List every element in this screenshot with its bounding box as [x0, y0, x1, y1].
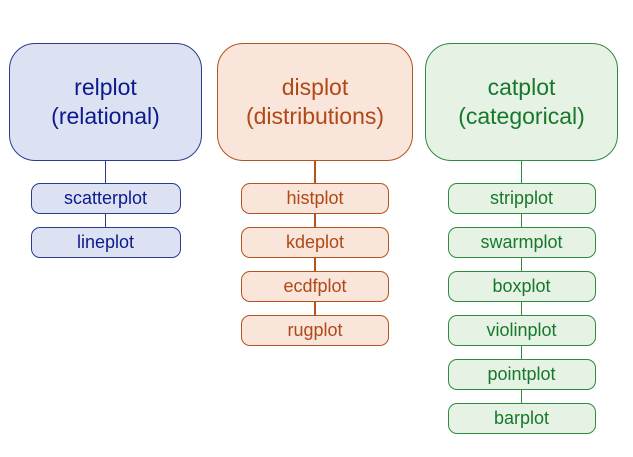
connector-line — [520, 258, 523, 271]
connector-line — [314, 161, 316, 183]
connector-line — [314, 214, 316, 227]
item-label: pointplot — [487, 364, 556, 384]
item-swarmplot[interactable]: swarmplot — [447, 227, 596, 258]
item-label: rugplot — [287, 320, 343, 340]
catplot-title: catplot — [487, 74, 556, 100]
item-label: swarmplot — [480, 232, 563, 252]
relplot-header-box[interactable]: relplot (relational) — [9, 43, 202, 161]
connector-line — [314, 258, 316, 271]
relplot-subtitle: (relational) — [51, 103, 160, 129]
connector-line — [520, 346, 523, 359]
connector-line — [104, 161, 107, 183]
item-kdeplot[interactable]: kdeplot — [241, 227, 389, 258]
item-label: barplot — [493, 408, 550, 428]
item-violinplot[interactable]: violinplot — [447, 315, 596, 346]
connector-line — [520, 302, 523, 315]
item-rugplot[interactable]: rugplot — [241, 315, 389, 346]
column-displot: displot (distributions) histplot kdeplot… — [217, 43, 413, 346]
item-ecdfplot[interactable]: ecdfplot — [241, 271, 389, 302]
item-histplot[interactable]: histplot — [241, 183, 389, 214]
item-label: ecdfplot — [283, 276, 347, 296]
item-label: histplot — [286, 188, 344, 208]
item-label: boxplot — [492, 276, 551, 296]
catplot-header-box[interactable]: catplot (categorical) — [425, 43, 618, 161]
item-label: kdeplot — [285, 232, 345, 252]
item-label: violinplot — [486, 320, 557, 340]
item-scatterplot[interactable]: scatterplot — [30, 183, 181, 214]
connector-line — [104, 214, 107, 227]
item-lineplot[interactable]: lineplot — [30, 227, 181, 258]
column-relplot: relplot (relational) scatterplot lineplo… — [9, 43, 202, 258]
item-label: scatterplot — [63, 188, 148, 208]
displot-subtitle: (distributions) — [245, 103, 385, 129]
item-barplot[interactable]: barplot — [447, 403, 596, 434]
connector-line — [520, 390, 523, 403]
item-stripplot[interactable]: stripplot — [447, 183, 596, 214]
catplot-subtitle: (categorical) — [458, 103, 585, 129]
column-catplot: catplot (categorical) stripplot swarmplo… — [425, 43, 618, 434]
item-label: stripplot — [489, 188, 554, 208]
connector-line — [520, 214, 523, 227]
displot-header-box[interactable]: displot (distributions) — [217, 43, 413, 161]
connector-line — [520, 161, 523, 183]
item-label: lineplot — [76, 232, 135, 252]
relplot-title: relplot — [74, 74, 137, 100]
connector-line — [314, 302, 316, 315]
item-boxplot[interactable]: boxplot — [447, 271, 596, 302]
displot-title: displot — [281, 74, 349, 100]
item-pointplot[interactable]: pointplot — [447, 359, 596, 390]
